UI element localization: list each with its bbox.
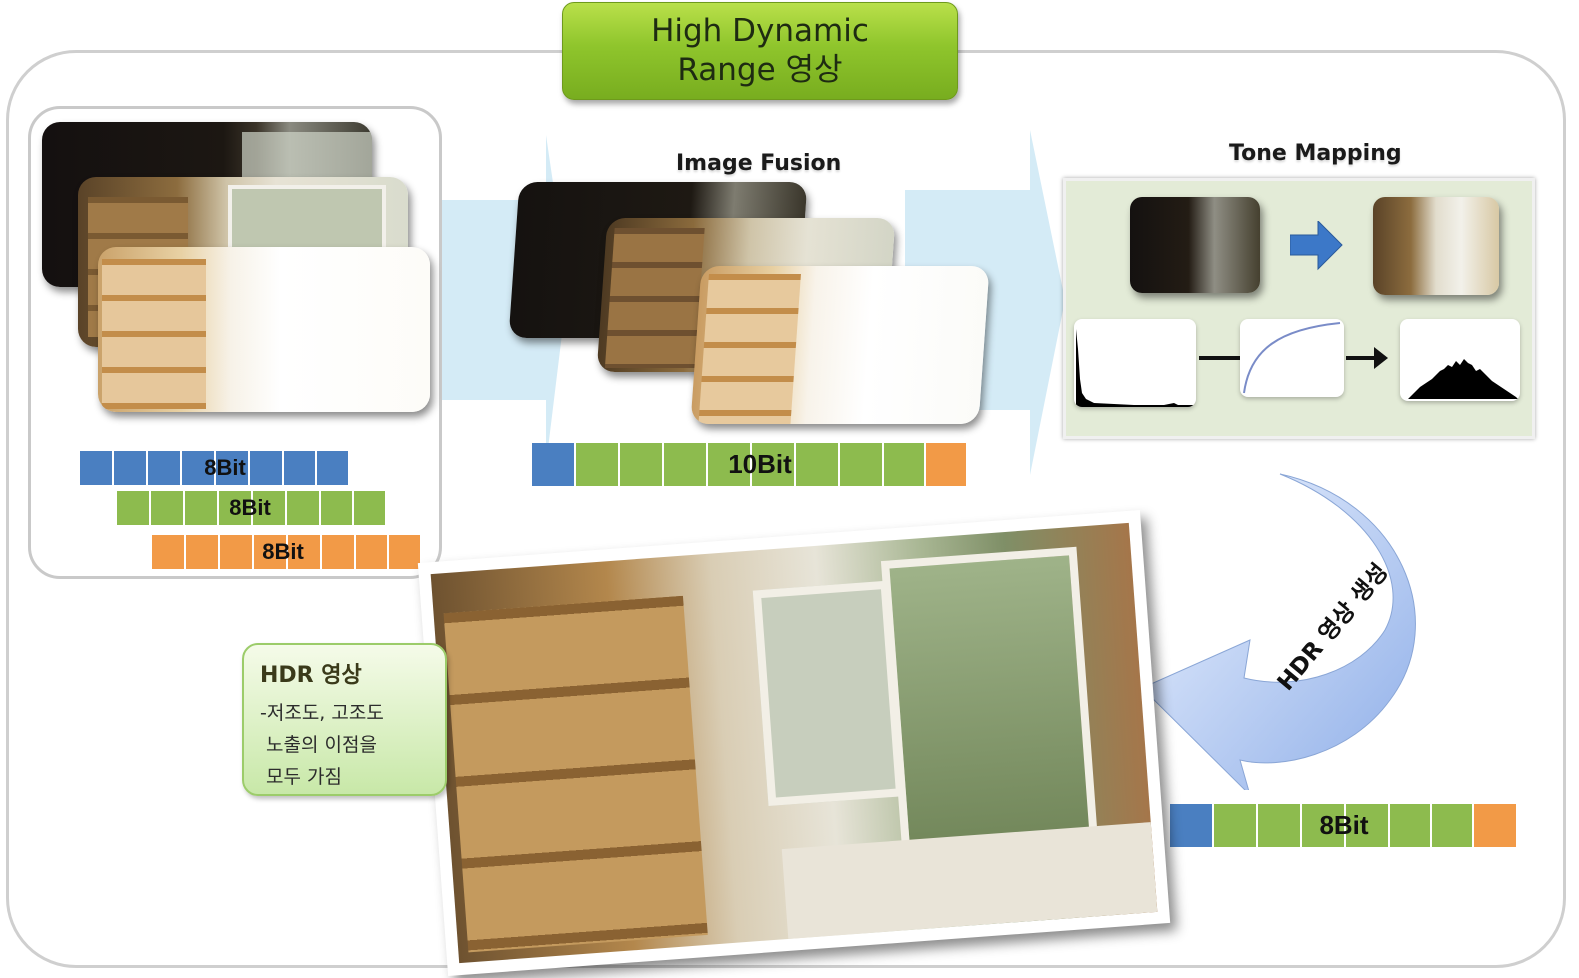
input-histogram-plot <box>1076 329 1196 407</box>
output-histogram <box>1400 319 1520 401</box>
bitbar-blue: 8Bit <box>80 451 350 485</box>
hdr-callout: HDR 영상 -저조도, 고조도 노출의 이점을 모두 가짐 <box>242 643 447 796</box>
bright-exposure-photo <box>98 247 430 412</box>
photo-scene <box>430 522 1158 964</box>
curve-to-hist-arrow-icon <box>1346 347 1388 369</box>
window-shape <box>752 580 905 807</box>
title-line-2: Range 영상 <box>677 52 843 88</box>
bookshelf-shape <box>443 595 708 953</box>
window-highlight <box>242 132 372 177</box>
image-fusion-label: Image Fusion <box>676 151 842 176</box>
callout-line-2: 노출의 이점을 <box>266 734 377 756</box>
tone-curve-box <box>1240 319 1344 397</box>
callout-line-1: -저조도, 고조도 <box>260 702 384 724</box>
bitbar-orange: 8Bit <box>152 535 422 569</box>
bitbar-10bit: 10Bit <box>532 443 968 486</box>
callout-title: HDR 영상 <box>260 663 362 688</box>
hdr-generation-arrow: HDR 영상 생성 <box>1141 473 1416 790</box>
tone-arrow-icon <box>1290 221 1343 271</box>
output-histogram-plot <box>1408 359 1518 399</box>
bitbar-output: 8Bit <box>1170 804 1518 847</box>
bitbar-10bit-label: 10Bit <box>728 449 792 479</box>
callout-line-3: 모두 가짐 <box>266 766 342 788</box>
title-line-1: High Dynamic <box>651 13 869 49</box>
bitbar-green-label: 8Bit <box>229 495 271 520</box>
bitbar-blue-label: 8Bit <box>204 455 246 480</box>
table-shape <box>781 822 1158 939</box>
bitbar-green: 8Bit <box>117 491 387 525</box>
tone-input-photo <box>1130 197 1260 293</box>
bookshelf-shape <box>698 274 801 424</box>
tone-output-photo <box>1373 197 1499 295</box>
bitbar-orange-label: 8Bit <box>262 539 304 564</box>
title-box: High Dynamic Range 영상 <box>562 2 958 100</box>
tone-mapping-label: Tone Mapping <box>1229 141 1402 166</box>
fusion-bright-photo <box>690 266 990 424</box>
bookshelf-shape <box>604 228 705 368</box>
door-shape <box>880 546 1100 877</box>
hdr-result-photo <box>417 510 1171 976</box>
connector-line <box>1199 356 1241 360</box>
tone-curve-plot <box>1243 322 1341 394</box>
bitbar-output-label: 8Bit <box>1319 810 1369 840</box>
tone-mapping-panel <box>1063 178 1535 439</box>
bookshelf-shape <box>102 259 206 409</box>
input-histogram <box>1074 319 1196 407</box>
